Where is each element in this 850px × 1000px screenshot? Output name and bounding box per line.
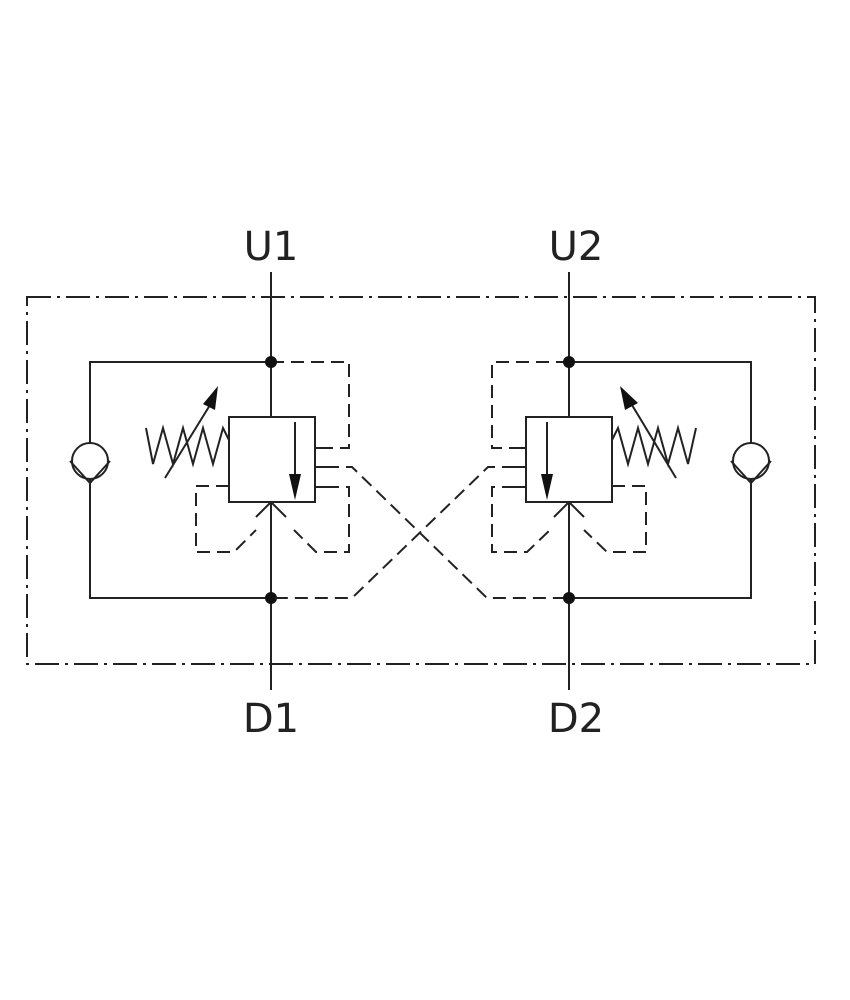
bypass-line-right — [569, 361, 752, 599]
relief-valve-right — [515, 416, 613, 518]
junction-right-bottom — [563, 592, 575, 604]
pilot-line-left-top — [271, 361, 350, 449]
pilot-line-right-drain-b — [491, 486, 551, 553]
left-circuit — [69, 272, 567, 690]
pilot-line-left-cross — [326, 466, 567, 599]
pilot-line-left-drain-a — [195, 485, 257, 553]
bypass-line-left — [89, 361, 271, 599]
pilot-line-right-drain-a — [583, 485, 647, 553]
junction-left-bottom — [265, 592, 277, 604]
spring-left — [145, 386, 230, 479]
junction-left-top — [265, 356, 277, 368]
port-label-d1: D1 — [243, 696, 299, 742]
enclosure-border — [26, 296, 816, 665]
port-label-d2: D2 — [548, 696, 604, 742]
pilot-line-right-top — [491, 361, 569, 449]
port-label-u1: U1 — [244, 224, 299, 270]
check-valve-left — [69, 442, 111, 485]
relief-valve-left — [228, 416, 326, 518]
spring-right — [611, 386, 697, 479]
right-circuit — [271, 272, 772, 690]
pilot-line-right-cross — [271, 466, 515, 599]
check-valve-right — [730, 442, 772, 485]
port-label-u2: U2 — [549, 224, 604, 270]
pilot-line-left-drain-b — [293, 486, 350, 553]
junction-right-top — [563, 356, 575, 368]
